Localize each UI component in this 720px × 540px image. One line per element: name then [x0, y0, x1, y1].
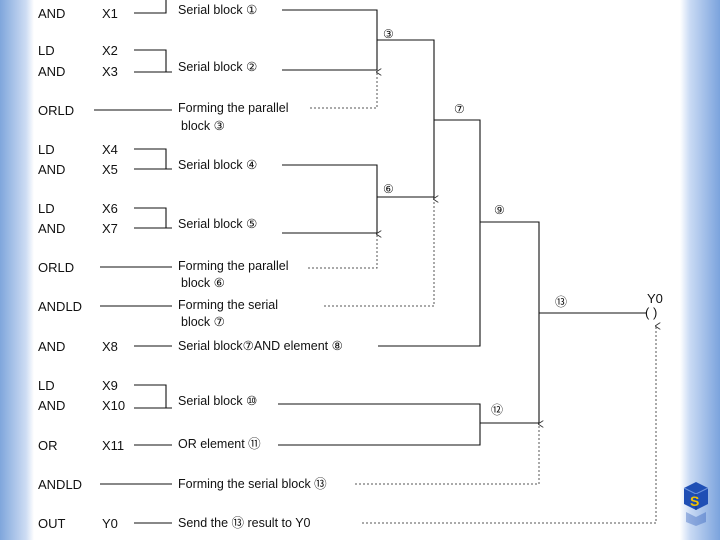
instruction-desc: Forming the parallel [178, 101, 288, 115]
instruction-desc: Serial block ⑤ [178, 217, 257, 231]
output-coil: ( ) [645, 305, 657, 320]
instruction-desc-cont: block ③ [181, 119, 225, 133]
instruction-operand: X7 [102, 221, 118, 236]
logo-s-icon: S [682, 480, 710, 526]
instruction-desc: Forming the serial [178, 298, 278, 312]
block-label: ⑥ [383, 182, 394, 196]
instruction-op: LD [38, 201, 55, 216]
instruction-desc: Forming the parallel [178, 259, 288, 273]
instruction-desc-cont: block ⑥ [181, 276, 225, 290]
operand-brackets [94, 0, 172, 524]
instruction-operand: Y0 [102, 516, 118, 531]
instruction-op: ANDLD [38, 299, 82, 314]
instruction-op: AND [38, 221, 65, 236]
instruction-desc-cont: block ⑦ [181, 315, 225, 329]
instruction-op: ORLD [38, 103, 74, 118]
instruction-operand: X11 [102, 438, 124, 453]
instruction-op: AND [38, 162, 65, 177]
instruction-desc: Serial block ④ [178, 158, 257, 172]
logo-letter: S [690, 493, 699, 509]
block-label: ⑨ [494, 203, 505, 217]
instruction-op: ORLD [38, 260, 74, 275]
instruction-operand: X9 [102, 378, 118, 393]
instruction-op: OUT [38, 516, 66, 531]
instruction-desc: Serial block⑦AND element ⑧ [178, 339, 343, 353]
block-tree [278, 9, 656, 524]
instruction-desc: Serial block ① [178, 3, 257, 17]
instruction-desc: OR element ⑪ [178, 437, 261, 451]
instruction-desc: Forming the serial block ⑬ [178, 477, 327, 491]
instruction-operand: X3 [102, 64, 118, 79]
instruction-operand: X4 [102, 142, 118, 157]
output-coil-label: Y0 [647, 291, 663, 306]
block-label: ③ [383, 27, 394, 41]
block-label: ⑦ [454, 102, 465, 116]
instruction-op: AND [38, 398, 65, 413]
instruction-op: OR [38, 438, 58, 453]
instruction-desc: Serial block ② [178, 60, 257, 74]
instruction-operand: X10 [102, 398, 125, 413]
instruction-operand: X1 [102, 6, 118, 21]
instruction-operand: X6 [102, 201, 118, 216]
instruction-operand: X8 [102, 339, 118, 354]
block-label: ⑫ [491, 403, 503, 417]
instruction-op: AND [38, 339, 65, 354]
instruction-operand: X5 [102, 162, 118, 177]
instruction-op: LD [38, 378, 55, 393]
instruction-op: LD [38, 142, 55, 157]
block-label: ⑬ [555, 295, 567, 309]
instruction-op: ANDLD [38, 477, 82, 492]
instruction-desc: Serial block ⑩ [178, 394, 257, 408]
instruction-op: LD [38, 43, 55, 58]
instruction-op: AND [38, 6, 65, 21]
instruction-desc: Send the ⑬ result to Y0 [178, 516, 311, 530]
instruction-operand: X2 [102, 43, 118, 58]
instruction-op: AND [38, 64, 65, 79]
